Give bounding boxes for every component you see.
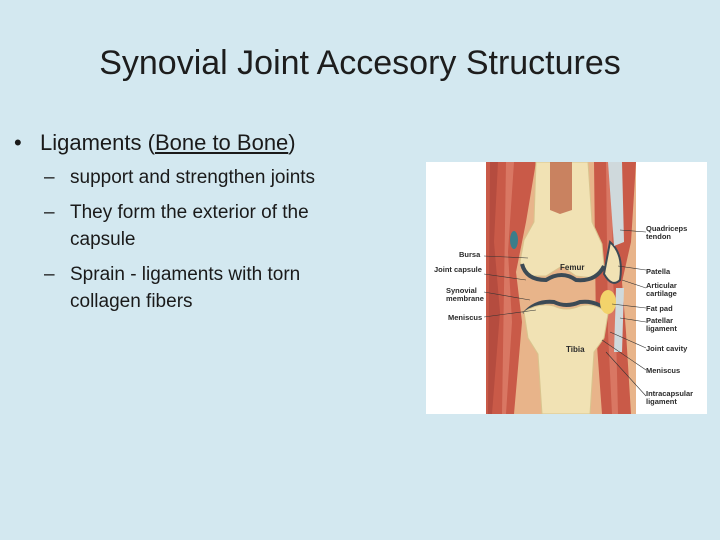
label-fat-pad: Fat pad [646,304,673,313]
sub-bullet-text: support and strengthen joints [70,167,316,188]
sub-bullet: – support and strengthen joints [44,164,414,191]
sub-bullet: – They form the exterior of the capsule [44,199,414,253]
label-patellar-ligament: Patellar ligament [646,316,677,333]
sub-bullet: – Sprain - ligaments with torn collagen … [44,261,414,315]
label-tibia: Tibia [566,345,585,354]
sub-bullet-text: Sprain - ligaments with torn collagen fi… [70,264,301,312]
knee-joint-figure: Bursa Joint capsule Synovial membrane Me… [426,161,707,415]
bullet-prefix: Ligaments ( [40,130,155,155]
slide-title: Synovial Joint Accesory Structures [99,44,621,82]
label-femur: Femur [560,263,585,272]
dash-icon: – [44,167,55,188]
label-joint-capsule: Joint capsule [434,265,482,274]
label-bursa: Bursa [459,250,481,259]
label-joint-cavity: Joint cavity [646,344,688,353]
bullet-underlined: Bone to Bone [154,130,289,155]
label-meniscus-left: Meniscus [448,313,483,322]
sub-bullet-list: – support and strengthen joints – They f… [44,164,414,315]
dash-icon: – [44,264,55,285]
label-intracapsular-ligament: Intracapsular ligament [646,389,694,406]
bullet-text: Ligaments (Bone to Bone) [40,130,296,156]
label-synovial-membrane: Synovial membrane [446,286,484,303]
dash-icon: – [44,202,55,223]
label-articular-cartilage: Articular cartilage [646,281,677,298]
label-quadriceps-tendon: Quadriceps tendon [646,224,688,241]
bullet-ligaments: • Ligaments (Bone to Bone) [14,130,414,156]
bullet-list: • Ligaments (Bone to Bone) – support and… [14,130,414,323]
label-patella: Patella [646,267,671,276]
sub-bullet-text: They form the exterior of the capsule [70,202,309,250]
label-meniscus-right: Meniscus [646,366,681,375]
bullet-dot-icon: • [14,130,22,155]
knee-joint-illustration [483,161,647,415]
bullet-suffix: ) [288,130,296,155]
